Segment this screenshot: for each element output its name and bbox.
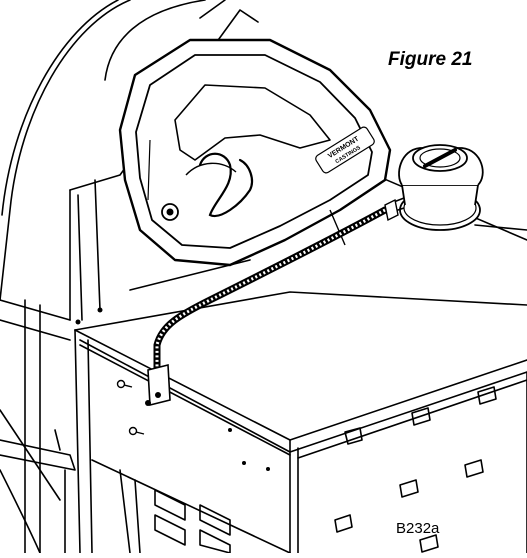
- control-knob-icon: [385, 144, 484, 231]
- cabinet-top: [74, 291, 527, 554]
- left-panel: [0, 299, 76, 554]
- front-vents: [154, 489, 231, 554]
- cabinet-front: [74, 329, 291, 554]
- cabinet-side: [297, 174, 527, 554]
- hose-bracket-icon: [145, 363, 171, 407]
- grill-lid: [0, 0, 206, 554]
- side-tabs: [334, 386, 497, 553]
- screw-icon: [75, 307, 270, 471]
- gas-supply-hose-icon: [153, 198, 399, 379]
- hood-handle: [118, 38, 392, 267]
- figure-title: Figure 21: [388, 49, 473, 70]
- drawing-code: B232a: [396, 520, 440, 537]
